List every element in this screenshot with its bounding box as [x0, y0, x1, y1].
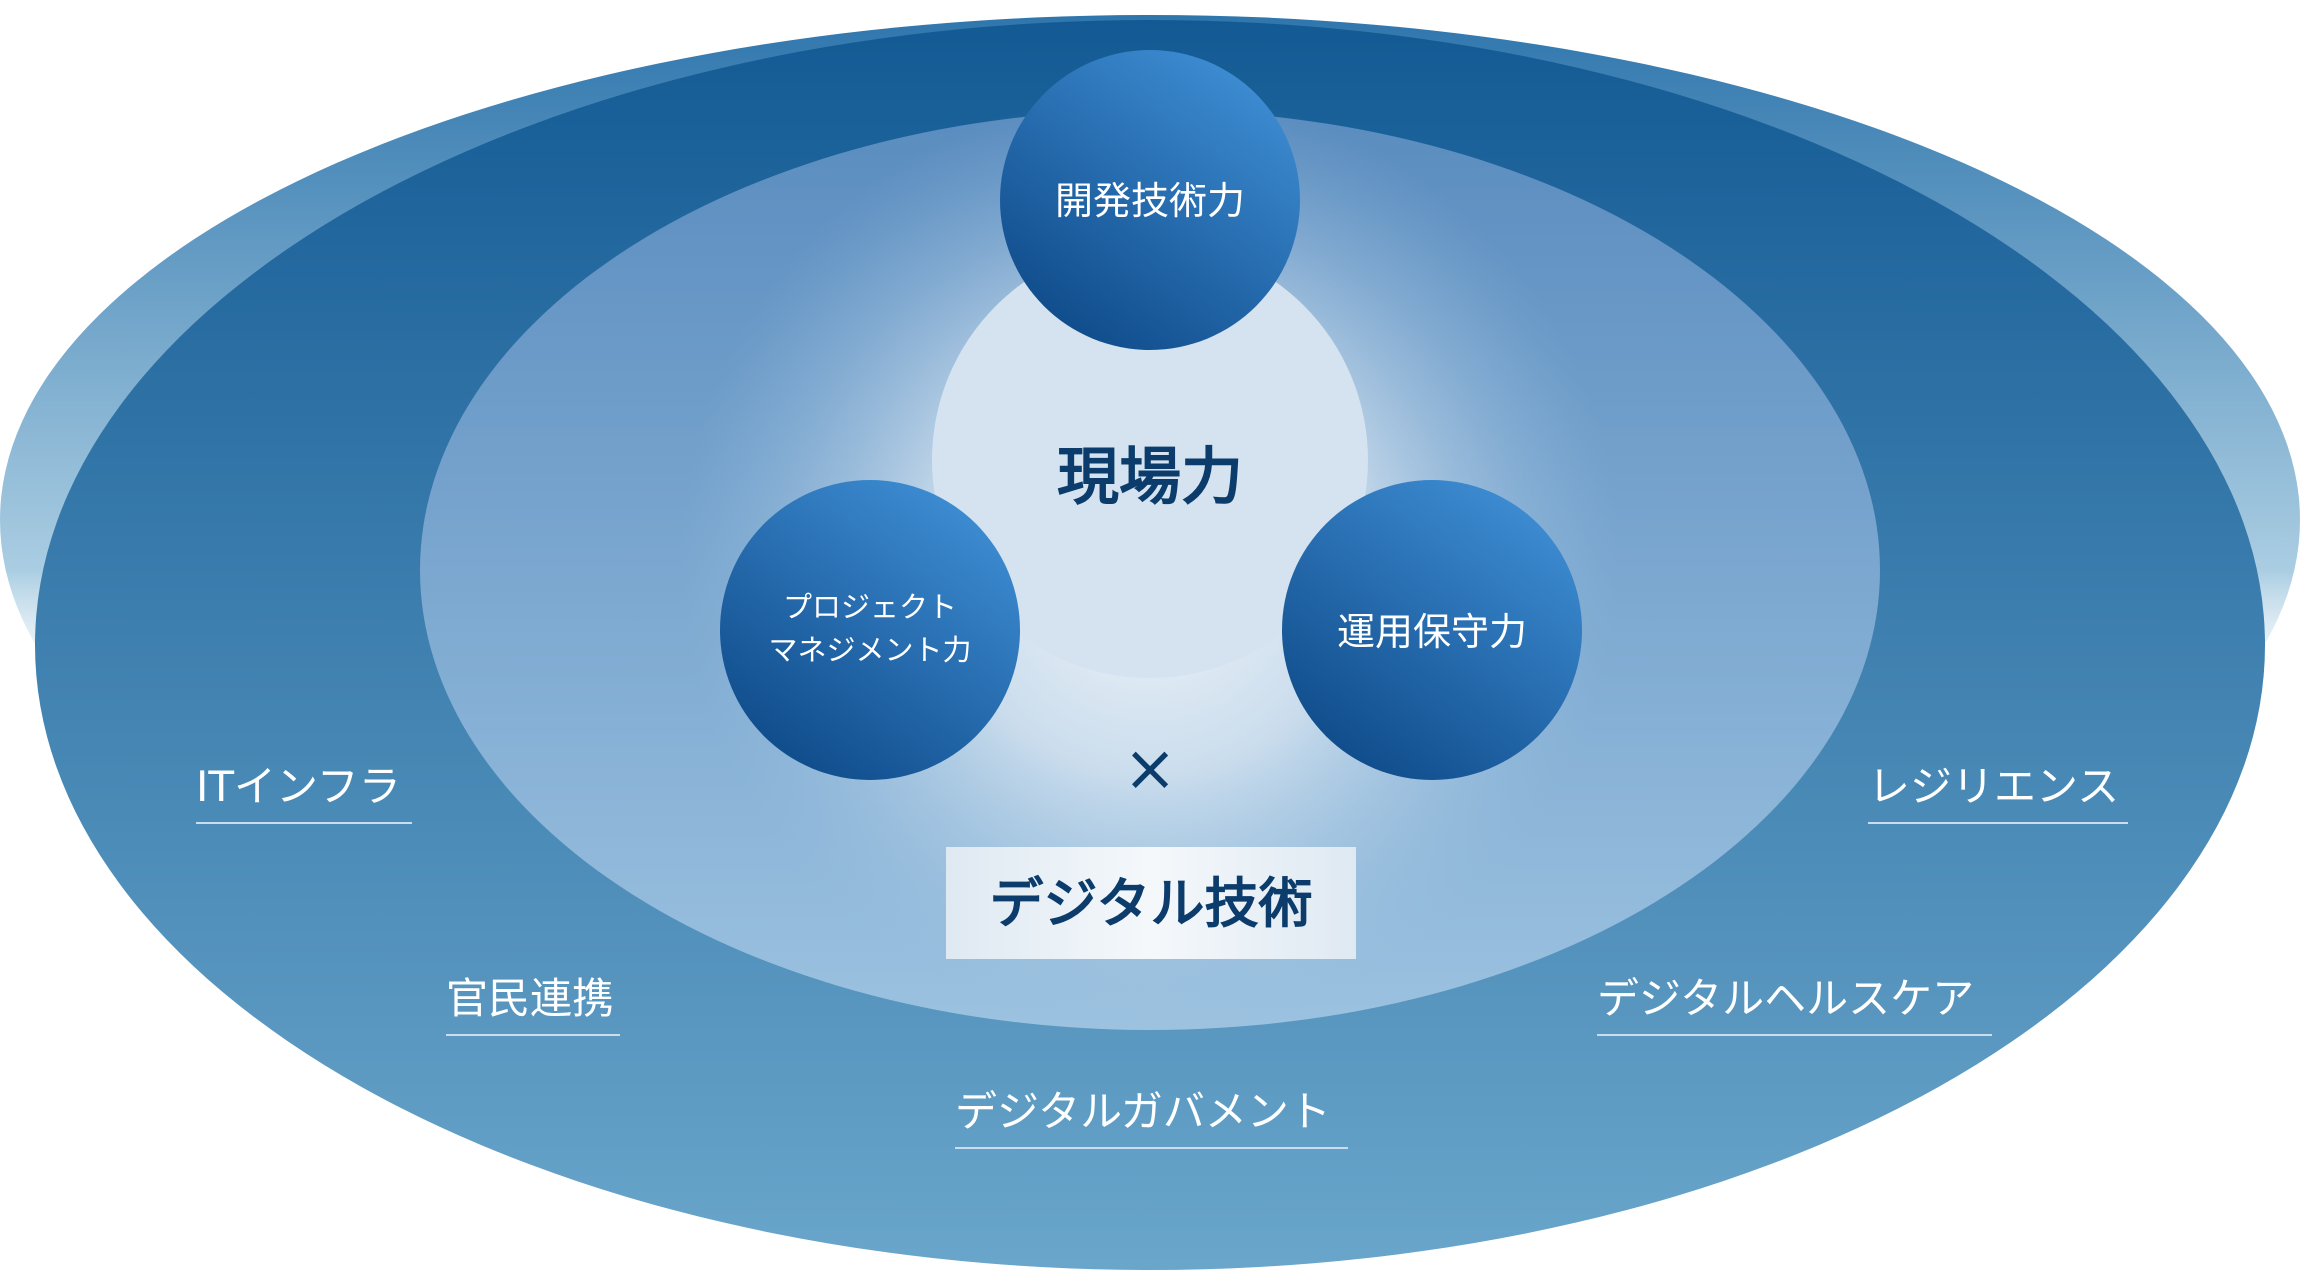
skill-circle-development: 開発技術力	[1000, 50, 1300, 350]
multiply-symbol: ×	[1123, 732, 1177, 806]
skill-circle-development-ball	[1000, 50, 1300, 350]
domain-it-infra-label: ITインフラ	[196, 762, 401, 811]
skill-pm-label-line2: マネジメント力	[768, 633, 971, 667]
skill-circle-project-management: プロジェクト マネジメント力	[720, 480, 1020, 780]
skill-circle-pm-ball	[720, 480, 1020, 780]
domain-public-private-label: 官民連携	[446, 974, 614, 1023]
skill-pm-label-line1: プロジェクト	[783, 590, 957, 624]
core-label: 現場力	[1057, 440, 1243, 513]
domain-digital-healthcare-label: デジタルヘルスケア	[1597, 974, 1974, 1023]
domain-public-private: 官民連携	[446, 974, 620, 1036]
skill-development-label: 開発技術力	[1055, 179, 1245, 223]
domain-it-infra: ITインフラ	[196, 762, 412, 824]
domain-resilience: レジリエンス	[1868, 762, 2128, 824]
digital-technology-box: デジタル技術	[946, 847, 1356, 959]
skill-operations-label: 運用保守力	[1337, 610, 1527, 654]
digital-technology-label: デジタル技術	[990, 872, 1313, 935]
skill-circle-operations-ball	[1282, 480, 1582, 780]
domain-digital-healthcare: デジタルヘルスケア	[1597, 974, 1992, 1036]
domain-digital-government-label: デジタルガバメント	[955, 1087, 1331, 1136]
skill-circle-operations: 運用保守力	[1282, 480, 1582, 780]
domain-resilience-label: レジリエンス	[1868, 762, 2119, 811]
domain-digital-government: デジタルガバメント	[955, 1087, 1348, 1149]
core-circle	[932, 242, 1368, 678]
digital-technology-box-bg	[946, 847, 1356, 959]
